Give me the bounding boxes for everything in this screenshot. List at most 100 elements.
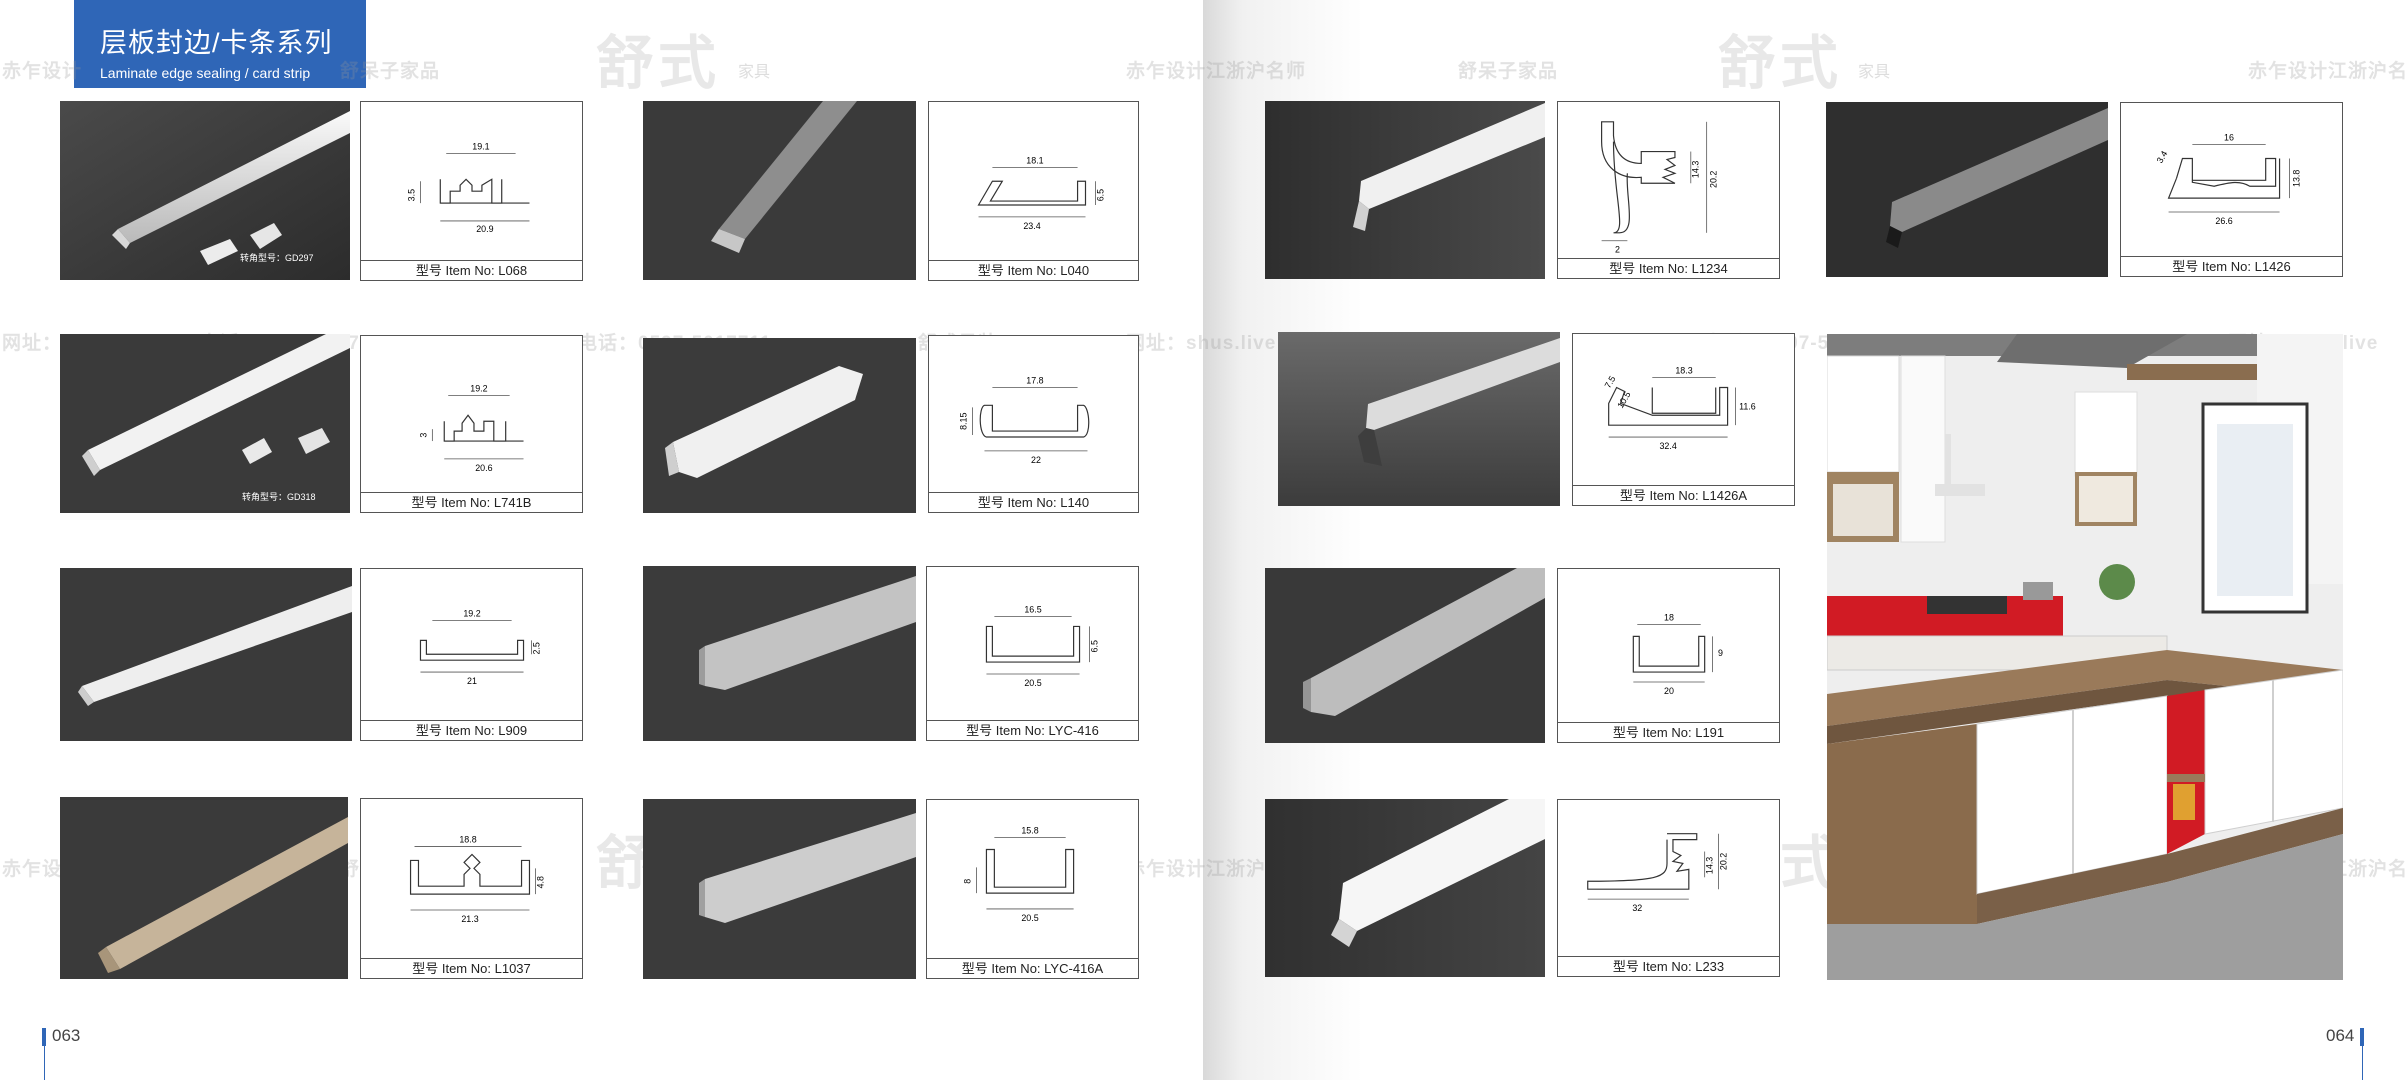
product-photo-L1426A [1278, 332, 1560, 506]
corner-model-caption: 转角型号：GD297 [240, 253, 314, 263]
item-prefix: 型号 Item No: [412, 961, 491, 976]
product-photo-LYC-416A [643, 799, 916, 979]
dimension-label: 17.8 [1026, 376, 1043, 386]
profile-diagram-L1426: 16 3.4 13.8 26.6 型号 Item No: L1426 [2120, 102, 2343, 277]
profile-drawing: 14.3 20.2 32 [1587, 833, 1728, 913]
kitchen-scene-photo [1827, 334, 2343, 980]
item-number: LYC-416 [1048, 723, 1099, 738]
watermark-logo: 舒式 [596, 29, 721, 97]
item-number: L909 [498, 723, 528, 738]
page-marker-line [2362, 1046, 2363, 1080]
dimension-label: 6.5 [1089, 640, 1099, 652]
item-prefix: 型号 Item No: [1612, 725, 1692, 740]
item-number-caption: 型号 Item No: L191 [1558, 722, 1779, 742]
profile-drawing: 19.2 2.5 21 [419, 609, 541, 686]
item-number: L1037 [494, 961, 531, 976]
dimension-label: 21 [467, 676, 477, 686]
dimension-label: 14.3 [1705, 857, 1715, 874]
profile-drawing: 16.5 6.5 20.5 [985, 605, 1099, 688]
product-photo-LYC-416 [643, 566, 916, 741]
watermark-logo: 舒式 [1718, 29, 1843, 97]
section-title-english: Laminate edge sealing / card strip [100, 65, 311, 81]
product-photo-L1426 [1826, 102, 2108, 277]
watermark-studio: 赤乍设计 [2, 61, 83, 82]
profile-diagram-L068: 19.1 3.5 20.9 型号 Item No: L068 [360, 101, 583, 281]
dimension-label: 18.1 [1026, 155, 1043, 165]
product-photo-L1234 [1265, 101, 1545, 279]
dimension-label: 20.6 [475, 463, 492, 473]
item-number-caption: 型号 Item No: LYC-416 [927, 720, 1138, 740]
page-number-right: 064 [2326, 1026, 2355, 1045]
profile-drawing: 19.1 3.5 20.9 [407, 142, 530, 234]
dimension-label: 23.4 [1023, 221, 1040, 231]
profile-drawing: 19.2 3 20.6 [418, 383, 524, 473]
product-photo-L909 [60, 568, 352, 741]
dimension-label: 18.3 [1675, 366, 1692, 376]
item-number: L140 [1060, 495, 1090, 510]
profile-diagram-L040: 18.1 6.5 23.4 型号 Item No: L040 [928, 101, 1139, 281]
profile-diagram-L233: 14.3 20.2 32 型号 Item No: L233 [1557, 799, 1780, 977]
item-number: L1426A [1702, 488, 1748, 503]
dimension-label: 9 [1718, 648, 1723, 658]
item-number-caption: 型号 Item No: L068 [361, 260, 582, 280]
item-number-caption: 型号 Item No: L233 [1558, 956, 1779, 976]
item-prefix: 型号 Item No: [1612, 959, 1692, 974]
profile-diagram-L1234: 14.3 20.2 2 型号 Item No: L1234 [1557, 101, 1780, 279]
profile-diagram-L909: 19.2 2.5 21 型号 Item No: L909 [360, 568, 583, 741]
item-number: L068 [498, 263, 528, 278]
item-number-caption: 型号 Item No: L1426A [1573, 485, 1794, 505]
profile-drawing: 18.1 6.5 23.4 [977, 155, 1105, 231]
item-number-caption: 型号 Item No: LYC-416A [927, 958, 1138, 978]
dimension-label: 16.5 [1024, 605, 1041, 615]
dimension-label: 20.2 [1709, 171, 1719, 188]
dimension-label: 3.4 [2155, 149, 2170, 165]
page-marker [2360, 1028, 2364, 1046]
item-prefix: 型号 Item No: [977, 495, 1057, 510]
page-marker-line [44, 1046, 45, 1080]
profile-diagram-LYC-416: 16.5 6.5 20.5 型号 Item No: LYC-416 [926, 566, 1139, 741]
watermark-web: 网址：shus.live [1126, 333, 1277, 354]
watermark-studio-long: 赤乍设计江浙沪名师 [1126, 859, 1307, 880]
watermark-studio-long: 赤乍设计江浙沪名师 [2248, 61, 2407, 82]
product-photo-L233 [1265, 799, 1545, 977]
page-number-left: 063 [52, 1026, 81, 1045]
watermark-logo-sub: 家具 [738, 64, 771, 81]
item-number: L191 [1695, 725, 1725, 740]
dimension-label: 20 [1664, 686, 1674, 696]
dimension-label: 20.5 [1024, 678, 1041, 688]
item-number: L040 [1060, 263, 1090, 278]
dimension-label: 2.5 [531, 642, 541, 654]
product-photo-L191 [1265, 568, 1545, 743]
item-number: L1234 [1691, 261, 1728, 276]
item-number-caption: 型号 Item No: L1426 [2121, 256, 2342, 276]
profile-drawing: 18.8 4.8 21.3 [409, 835, 545, 924]
dimension-label: 15.8 [1021, 826, 1038, 836]
dimension-label: 16 [2224, 133, 2234, 143]
profile-diagram-L1426A: 18.3 7.5 10.5 11.6 32.4 型号 Item No: L142… [1572, 333, 1795, 506]
dimension-label: 6.5 [1095, 189, 1105, 201]
dimension-label: 8 [963, 879, 973, 884]
corner-model-caption: 转角型号：GD318 [242, 492, 316, 502]
dimension-label: 19.2 [470, 383, 487, 393]
profile-drawing: 14.3 20.2 2 [1601, 121, 1719, 255]
product-photo-L068: 转角型号：GD297 [60, 101, 350, 280]
item-prefix: 型号 Item No: [415, 263, 495, 278]
dimension-label: 20.5 [1021, 913, 1038, 923]
dimension-label: 18 [1664, 613, 1674, 623]
dimension-label: 20.9 [476, 224, 493, 234]
item-prefix: 型号 Item No: [415, 723, 495, 738]
item-prefix: 型号 Item No: [961, 961, 1041, 976]
section-title: 层板封边/卡条系列 Laminate edge sealing / card s… [74, 0, 366, 88]
watermark-studio-long: 赤乍设计江浙沪名师 [1126, 61, 1307, 82]
watermark-brand-sub: 舒呆子家品 [1458, 61, 1559, 82]
profile-diagram-L1037: 18.8 4.8 21.3 型号 Item No: L1037 [360, 798, 583, 979]
profile-diagram-L741B: 19.2 3 20.6 型号 Item No: L741B [360, 335, 583, 513]
item-number: LYC-416A [1044, 961, 1104, 976]
item-number-caption: 型号 Item No: L909 [361, 720, 582, 740]
product-photo-L140 [643, 338, 916, 513]
profile-diagram-LYC-416A: 15.8 8 20.5 型号 Item No: LYC-416A [926, 799, 1139, 979]
dimension-label: 22 [1031, 455, 1041, 465]
profile-drawing: 17.8 8.15 22 [959, 376, 1090, 465]
dimension-label: 7.5 [1603, 374, 1618, 390]
